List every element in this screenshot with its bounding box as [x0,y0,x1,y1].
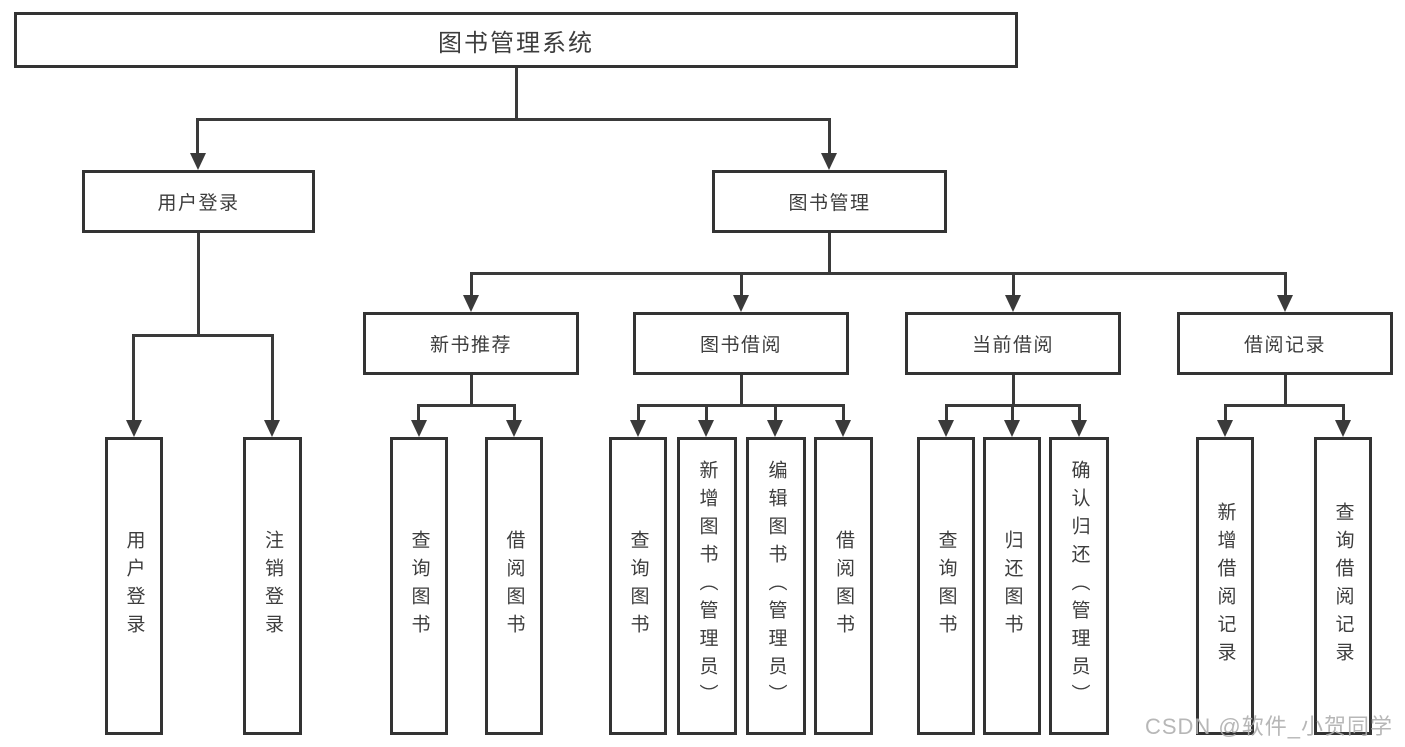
arrowhead-book-borrowing [733,295,749,312]
node-label: 借阅图书 [503,530,525,642]
connector-to-leaf-query-book-1 [417,404,420,421]
arrowhead-user-login [190,153,206,170]
node-label: 编辑图书（管理员） [765,460,787,712]
leaf-user-login: 用户登录 [105,437,163,735]
connector-to-leaf-edit-book [774,404,777,421]
node-label: 注销登录 [262,530,283,642]
leaf-borrow-book: 借阅图书 [814,437,873,735]
node-label: 查询图书 [408,530,430,642]
node-label: 图书借阅 [699,335,782,356]
connector-to-current-borrowing [1012,272,1015,296]
arrowhead-leaf-query-book-1 [411,420,427,437]
arrowhead-leaf-add-book [698,420,714,437]
arrowhead-leaf-borrow-book-1 [506,420,522,437]
connector-new-book-recommend-rail [418,404,516,407]
leaf-query-borrow-record: 查询借阅记录 [1314,437,1372,735]
arrowhead-leaf-query-record [1335,420,1351,437]
connector-new-book-recommend-stem [470,375,473,406]
connector-to-leaf-logout [271,334,274,421]
node-label: 图书管理 [788,193,871,214]
arrowhead-leaf-add-record [1217,420,1233,437]
node-label: 用户登录 [157,193,240,214]
connector-to-leaf-return-book [1011,404,1014,421]
connector-to-leaf-user-login [132,334,135,421]
arrowhead-leaf-return-book [1004,420,1020,437]
connector-current-borrowing-stem [1012,375,1015,406]
connector-root-rail [197,118,830,121]
connector-to-leaf-confirm-return [1078,404,1081,421]
csdn-watermark: CSDN @软件_小贺同学 [1144,714,1393,739]
node-label: 借阅图书 [833,530,854,642]
connector-borrowing-records-rail [1224,404,1345,407]
arrowhead-leaf-query-book-2 [630,420,646,437]
connector-to-leaf-query-book-3 [945,404,948,421]
connector-to-book-borrowing [740,272,743,296]
connector-to-leaf-add-book [705,404,708,421]
node-label: 归还图书 [1001,530,1023,642]
leaf-add-borrow-record: 新增借阅记录 [1196,437,1254,735]
connector-root-to-user-login [196,118,199,154]
connector-to-leaf-borrow-book-2 [842,404,845,421]
leaf-query-book-current: 查询图书 [917,437,975,735]
leaf-logout: 注销登录 [243,437,302,735]
leaf-return-book: 归还图书 [983,437,1041,735]
connector-to-new-book-recommend [470,272,473,296]
node-label: 图书管理系统 [438,29,594,57]
node-label: 确认归还（管理员） [1068,460,1090,712]
connector-user-login-stem [197,233,200,336]
node-book-borrowing: 图书借阅 [633,312,849,375]
node-label: 查询借阅记录 [1332,502,1354,670]
arrowhead-borrowing-records [1277,295,1293,312]
node-label: 当前借阅 [971,335,1054,356]
node-label: 借阅记录 [1243,335,1326,356]
connector-to-leaf-add-record [1224,404,1227,421]
connector-to-borrowing-records [1284,272,1287,296]
connector-book-borrowing-stem [740,375,743,406]
arrowhead-leaf-user-login [126,420,142,437]
leaf-query-book-borrow: 查询图书 [609,437,667,735]
connector-root-to-book-management [828,118,831,154]
connector-user-login-rail [133,334,274,337]
leaf-edit-book-admin: 编辑图书（管理员） [746,437,806,735]
node-label: 查询图书 [627,530,649,642]
connector-root-stem [515,68,518,120]
node-user-login: 用户登录 [82,170,315,233]
connector-book-management-stem [828,233,831,274]
leaf-add-book-admin: 新增图书（管理员） [677,437,737,735]
node-label: 用户登录 [123,530,145,642]
arrowhead-leaf-edit-book [767,420,783,437]
arrowhead-current-borrowing [1005,295,1021,312]
connector-book-borrowing-rail [637,404,845,407]
node-label: 新书推荐 [429,335,512,356]
node-label: 新增图书（管理员） [696,460,718,712]
connector-to-leaf-query-book-2 [637,404,640,421]
leaf-borrow-book-recommend: 借阅图书 [485,437,543,735]
node-new-book-recommend: 新书推荐 [363,312,579,375]
node-book-management: 图书管理 [712,170,947,233]
node-borrowing-records: 借阅记录 [1177,312,1393,375]
arrowhead-leaf-query-book-3 [938,420,954,437]
arrowhead-new-book-recommend [463,295,479,312]
node-current-borrowing: 当前借阅 [905,312,1121,375]
arrowhead-book-management [821,153,837,170]
connector-to-leaf-query-record [1342,404,1345,421]
node-label: 查询图书 [935,530,957,642]
leaf-confirm-return-admin: 确认归还（管理员） [1049,437,1109,735]
node-label: 新增借阅记录 [1214,502,1236,670]
arrowhead-leaf-confirm-return [1071,420,1087,437]
node-root-library-management-system: 图书管理系统 [14,12,1018,68]
connector-to-leaf-borrow-book-1 [513,404,516,421]
connector-book-management-rail [470,272,1286,275]
leaf-query-book-recommend: 查询图书 [390,437,448,735]
arrowhead-leaf-logout [264,420,280,437]
connector-borrowing-records-stem [1284,375,1287,406]
arrowhead-leaf-borrow-book-2 [835,420,851,437]
